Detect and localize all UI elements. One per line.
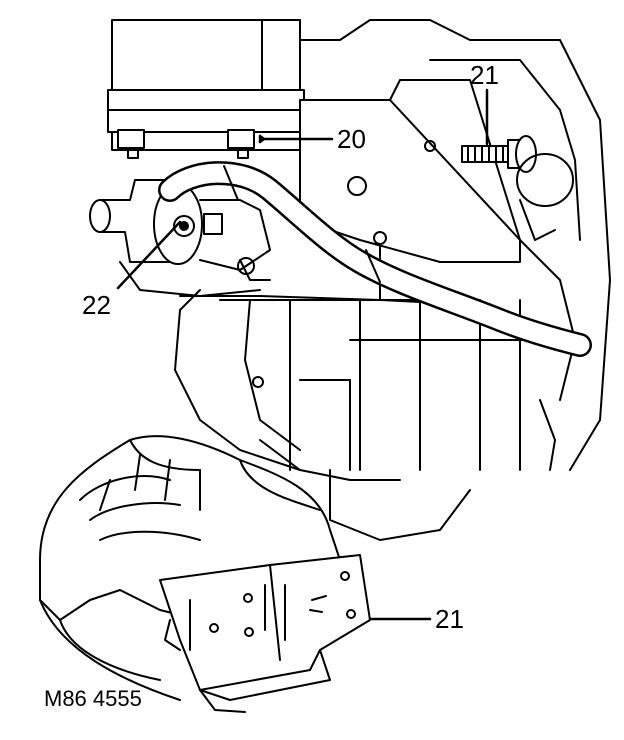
callout-20: 20 — [337, 124, 366, 154]
starter-motor — [90, 180, 420, 302]
callout-21-top: 21 — [470, 60, 499, 90]
top-flange — [108, 90, 304, 158]
mount-bracket-plate — [160, 555, 370, 712]
callout-22: 22 — [82, 290, 111, 320]
callout-21-bottom: 21 — [435, 604, 464, 634]
bolt-21-top — [462, 136, 573, 240]
figure-reference: M86 4555 — [44, 686, 142, 711]
block-bolt-hole — [253, 377, 263, 387]
engine-block — [112, 20, 610, 540]
coolant-hose — [170, 166, 580, 345]
leader-lines — [118, 90, 487, 619]
